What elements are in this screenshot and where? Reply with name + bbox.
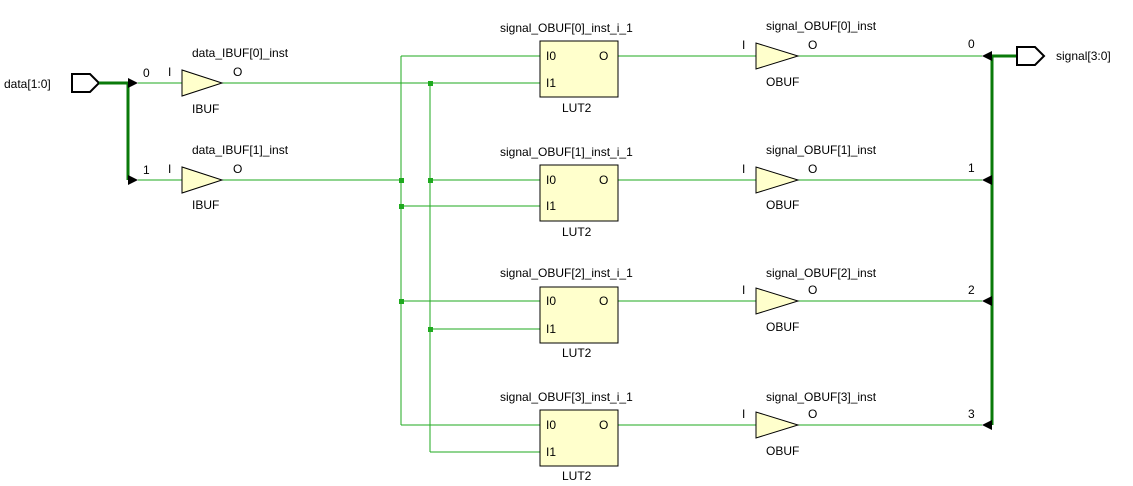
ibuf-cell-1[interactable]: data_IBUF[1]_inst I O IBUF: [168, 143, 289, 212]
lut-pin-o: O: [599, 418, 608, 432]
obuf-cell-0[interactable]: signal_OBUF[0]_inst I O OBUF: [742, 19, 877, 89]
lut-box: [539, 286, 619, 344]
lut-pin-i0: I0: [546, 294, 556, 308]
output-bit-label-2: 2: [968, 283, 975, 297]
lut-pin-i1: I1: [546, 76, 556, 90]
input-port-label: data[1:0]: [4, 77, 51, 91]
junction-dot: [428, 178, 433, 183]
ibuf-cell-0[interactable]: data_IBUF[0]_inst I O IBUF: [168, 46, 289, 116]
obuf-name: signal_OBUF[2]_inst: [766, 266, 877, 280]
obuf-cell-2[interactable]: signal_OBUF[2]_inst I O OBUF: [742, 266, 877, 334]
obuf-type: OBUF: [766, 75, 799, 89]
obuf-type: OBUF: [766, 198, 799, 212]
lut-pin-i1: I1: [546, 445, 556, 459]
obuf-name: signal_OBUF[1]_inst: [766, 143, 877, 157]
lut-box: [539, 40, 619, 98]
junction-dot: [399, 204, 404, 209]
obuf-name: signal_OBUF[0]_inst: [766, 19, 877, 33]
obuf-pin-in: I: [742, 283, 745, 297]
input-bus-tap-0: [128, 78, 138, 88]
output-bus-tap-3: [982, 420, 992, 430]
input-bit-label-1: 1: [143, 163, 150, 177]
buffer-icon: [181, 69, 224, 97]
obuf-type: OBUF: [766, 320, 799, 334]
output-port-signal[interactable]: signal[3:0]: [992, 46, 1111, 66]
lut-type: LUT2: [562, 101, 592, 115]
obuf-cell-3[interactable]: signal_OBUF[3]_inst I O OBUF: [742, 390, 877, 458]
output-port-label: signal[3:0]: [1056, 49, 1111, 63]
obuf-cell-1[interactable]: signal_OBUF[1]_inst I O OBUF: [742, 143, 877, 212]
lut-pin-i0: I0: [546, 418, 556, 432]
junction-dot: [428, 81, 433, 86]
input-port-icon: [71, 73, 101, 93]
output-bit-label-1: 1: [968, 161, 975, 175]
ibuf-pin-in: I: [168, 162, 171, 176]
obuf-name: signal_OBUF[3]_inst: [766, 390, 877, 404]
lut-pin-o: O: [599, 49, 608, 63]
lut-cell-0[interactable]: signal_OBUF[0]_inst_i_1 I0 I1 O LUT2: [500, 21, 633, 115]
ibuf-pin-out: O: [233, 162, 242, 176]
input-bit-label-0: 0: [143, 66, 150, 80]
output-bus-tap-0: [982, 51, 992, 61]
buffer-icon: [755, 287, 800, 315]
lut-name: signal_OBUF[0]_inst_i_1: [500, 21, 633, 35]
lut-pin-i1: I1: [546, 322, 556, 336]
buffer-icon: [755, 166, 800, 194]
lut-pin-i0: I0: [546, 49, 556, 63]
junction-dot: [428, 327, 433, 332]
lut-type: LUT2: [562, 346, 592, 360]
obuf-pin-out: O: [808, 162, 817, 176]
lut-name: signal_OBUF[3]_inst_i_1: [500, 390, 633, 404]
lut-box: [539, 164, 619, 222]
ibuf-type: IBUF: [192, 102, 219, 116]
obuf-type: OBUF: [766, 444, 799, 458]
ibuf-name: data_IBUF[0]_inst: [192, 46, 289, 60]
lut-box: [539, 409, 619, 467]
lut-pin-i0: I0: [546, 173, 556, 187]
junction-nodes: [399, 81, 433, 332]
obuf-pin-in: I: [742, 407, 745, 421]
output-bus-tap-2: [982, 296, 992, 306]
input-port-data[interactable]: data[1:0]: [4, 73, 128, 93]
lut-pin-o: O: [599, 173, 608, 187]
output-bit-label-0: 0: [968, 37, 975, 51]
output-bus-tap-1: [982, 175, 992, 185]
junction-dot: [399, 299, 404, 304]
junction-dot: [399, 178, 404, 183]
ibuf-name: data_IBUF[1]_inst: [192, 143, 289, 157]
lut-name: signal_OBUF[1]_inst_i_1: [500, 145, 633, 159]
input-bus-tap-1: [128, 175, 138, 185]
ibuf-type: IBUF: [192, 198, 219, 212]
lut-pin-i1: I1: [546, 199, 556, 213]
lut-cell-2[interactable]: signal_OBUF[2]_inst_i_1 I0 I1 O LUT2: [500, 266, 633, 360]
obuf-pin-out: O: [808, 407, 817, 421]
net-wires: [138, 55, 982, 453]
ibuf-pin-in: I: [168, 65, 171, 79]
obuf-pin-out: O: [808, 283, 817, 297]
obuf-pin-out: O: [808, 38, 817, 52]
obuf-pin-in: I: [742, 38, 745, 52]
ibuf-pin-out: O: [233, 65, 242, 79]
output-bit-label-3: 3: [968, 407, 975, 421]
lut-type: LUT2: [562, 225, 592, 239]
buffer-icon: [755, 42, 800, 70]
lut-type: LUT2: [562, 469, 592, 483]
obuf-pin-in: I: [742, 162, 745, 176]
lut-cell-1[interactable]: signal_OBUF[1]_inst_i_1 I0 I1 O LUT2: [500, 145, 633, 239]
lut-name: signal_OBUF[2]_inst_i_1: [500, 266, 633, 280]
output-port-icon: [1016, 46, 1046, 66]
buffer-icon: [181, 166, 224, 194]
lut-pin-o: O: [599, 294, 608, 308]
buffer-icon: [755, 411, 800, 439]
lut-cell-3[interactable]: signal_OBUF[3]_inst_i_1 I0 I1 O LUT2: [500, 390, 633, 483]
